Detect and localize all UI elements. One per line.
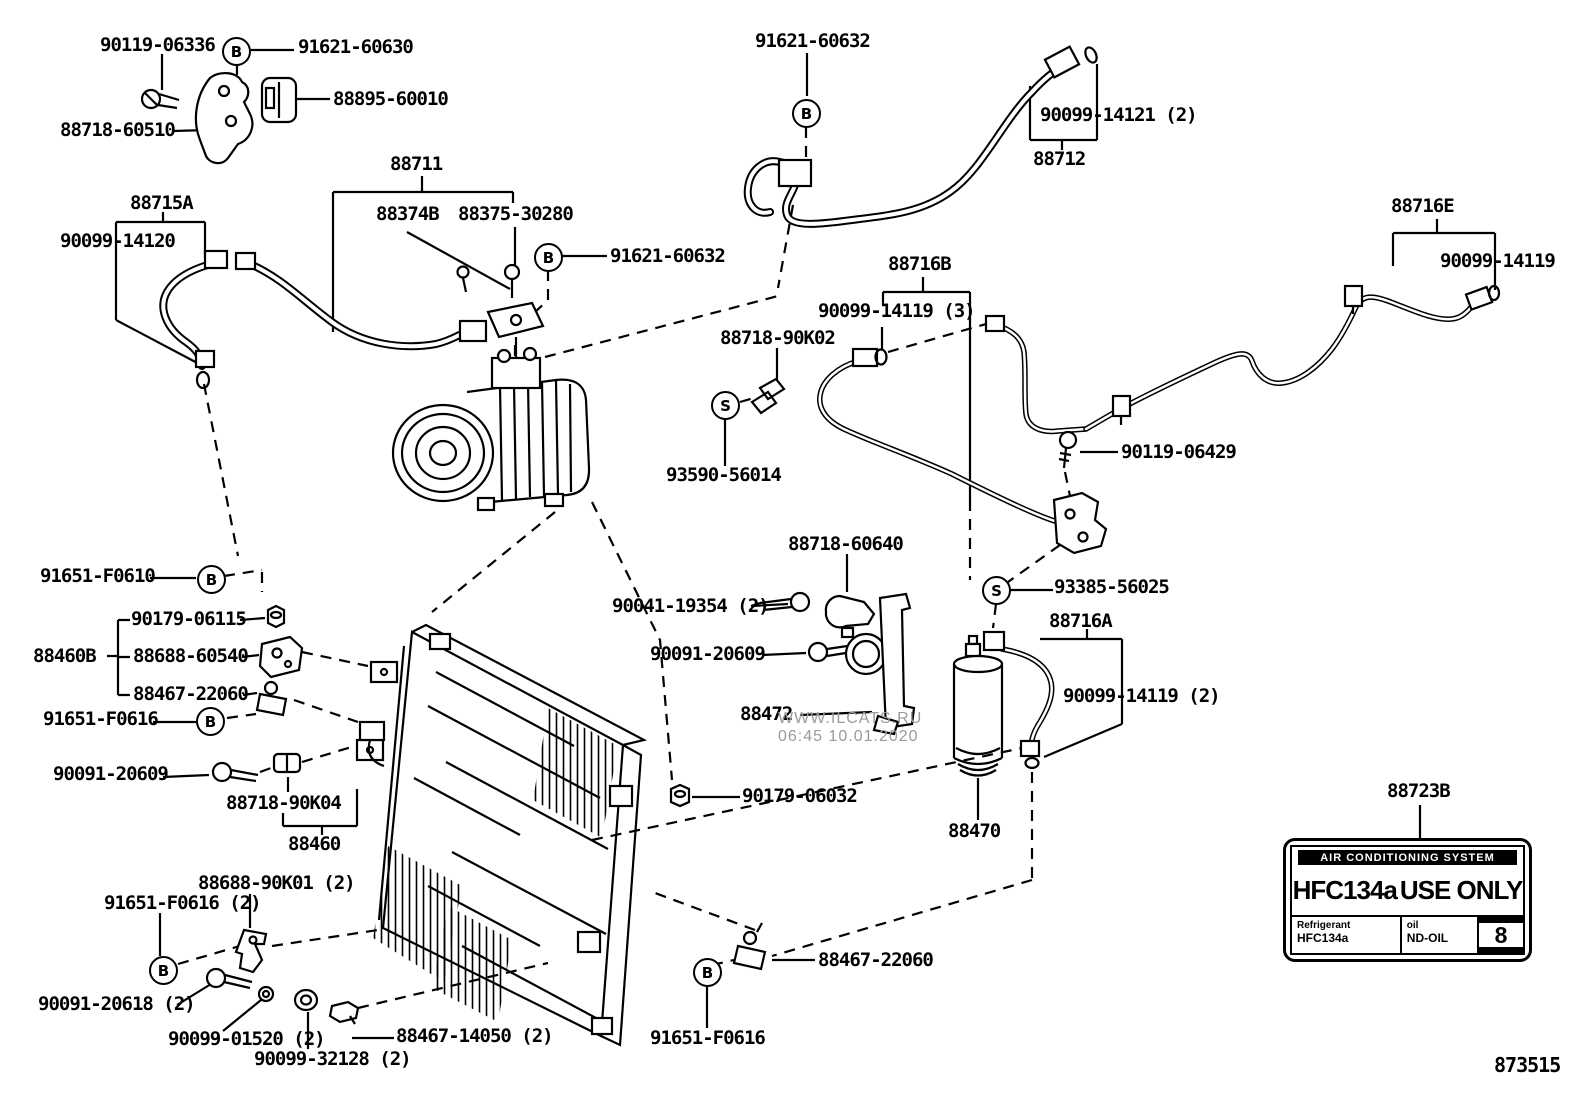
part-number-label: 88374B [376, 203, 440, 225]
part-number-label: 88711 [390, 153, 443, 175]
part-number-label: 91621-60632 [610, 245, 726, 267]
sticker-oil-cell: oil ND-OIL [1402, 917, 1479, 953]
watermark: WWW.ILCATS.RU 06:45 10.01.2020 [778, 710, 922, 746]
part-number-label: 90091-20609 [53, 763, 169, 785]
sticker-inner-frame: AIR CONDITIONING SYSTEM HFC134a USE ONLY… [1290, 845, 1525, 955]
condenser-drawing [355, 623, 648, 1047]
part-number-label: 88718-60510 [60, 119, 176, 141]
part-number-label: 88460 [288, 833, 341, 855]
part-number-label: 90099-14119 [1440, 250, 1556, 272]
refrigerant-spec-sticker: AIR CONDITIONING SYSTEM HFC134a USE ONLY… [1283, 838, 1532, 962]
refrigerant-value: HFC134a [1297, 931, 1349, 945]
hardware-drawing [140, 88, 1078, 1025]
part-number-label: 88718-90K04 [226, 792, 342, 814]
watermark-line2: 06:45 10.01.2020 [778, 728, 919, 745]
part-number-label: 88716B [888, 253, 952, 275]
liquid-pipe-drawing [817, 294, 1479, 751]
part-number-label: 88723B [1387, 780, 1451, 802]
part-number-label: 90119-06336 [100, 34, 216, 56]
part-number-label: 90099-32128 (2) [254, 1048, 412, 1070]
part-number-label: 88718-90K02 [720, 327, 836, 349]
part-number-label: 90099-14119 (2) [1063, 685, 1221, 707]
part-number-label: 91651-F0616 [43, 708, 159, 730]
part-number-label: 88716E [1391, 195, 1455, 217]
part-number-label: 88472 [740, 703, 793, 725]
part-number-label: 90091-20618 (2) [38, 993, 196, 1015]
discharge-hose-drawing [743, 63, 1066, 228]
part-number-label: 90091-20609 [650, 643, 766, 665]
part-number-label: 90099-14119 (3) [818, 300, 976, 322]
callout-b-icon: B [792, 99, 821, 128]
part-number-label: 91651-F0616 (2) [104, 892, 262, 914]
part-number-label: 91621-60630 [298, 36, 414, 58]
sticker-refrigerant-type: HFC134a [1292, 874, 1398, 905]
bracket-parts-drawing [194, 72, 1108, 974]
part-number-label: 91651-F0616 [650, 1027, 766, 1049]
part-number-label: 90099-14121 (2) [1040, 104, 1198, 126]
callout-b-icon: B [534, 243, 563, 272]
part-number-label: 93590-56014 [666, 464, 782, 486]
leader-lines [107, 48, 1497, 1049]
dashed-assembly-lines [177, 64, 1072, 1010]
part-number-label: 88375-30280 [458, 203, 574, 225]
part-number-label: 88716A [1049, 610, 1113, 632]
callout-s-icon: S [982, 576, 1011, 605]
sticker-header: AIR CONDITIONING SYSTEM [1298, 850, 1517, 865]
part-number-label: 90099-14120 [60, 230, 176, 252]
compressor-drawing [391, 346, 591, 512]
part-number-label: 90099-01520 (2) [168, 1028, 326, 1050]
part-number-label: 88895-60010 [333, 88, 449, 110]
part-number-label: 91651-F0610 [40, 565, 156, 587]
refrigerant-label: Refrigerant [1297, 920, 1351, 931]
figure-number: 873515 [1494, 1053, 1561, 1077]
part-number-label: 88718-60640 [788, 533, 904, 555]
oil-label: oil [1406, 920, 1419, 931]
part-number-label: 93385-56025 [1054, 576, 1170, 598]
oil-value: ND-OIL [1406, 931, 1449, 945]
part-number-label: 88470 [948, 820, 1001, 842]
part-number-label: 90041-19354 (2) [612, 595, 770, 617]
part-number-label: 90119-06429 [1121, 441, 1237, 463]
part-number-label: 88712 [1033, 148, 1086, 170]
part-number-label: 90179-06032 [742, 785, 858, 807]
callout-s-icon: S [711, 391, 740, 420]
sticker-number-cell: 8 [1479, 917, 1523, 953]
callout-b-icon: B [149, 956, 178, 985]
receiver-drier-drawing [952, 634, 1004, 777]
callout-b-icon: B [197, 565, 226, 594]
sticker-bottom-row: Refrigerant HFC134a oil ND-OIL 8 [1292, 917, 1523, 953]
sticker-refrigerant-cell: Refrigerant HFC134a [1292, 917, 1402, 953]
part-number-label: 88715A [130, 192, 194, 214]
callout-b-icon: B [196, 707, 225, 736]
fittings-and-clamps [194, 45, 1501, 770]
part-number-label: 88467-22060 [133, 683, 249, 705]
sticker-main-text: HFC134a USE ONLY [1292, 865, 1523, 917]
part-number-label: 88460B [33, 645, 97, 667]
part-number-label: 90179-06115 [131, 608, 247, 630]
part-number-label: 88467-14050 (2) [396, 1025, 554, 1047]
part-number-label: 91621-60632 [755, 30, 871, 52]
part-number-label: 88688-90K01 (2) [198, 872, 356, 894]
watermark-line1: WWW.ILCATS.RU [778, 710, 923, 727]
callout-b-icon: B [222, 37, 251, 66]
sticker-use-only: USE ONLY [1399, 874, 1524, 905]
part-number-label: 88467-22060 [818, 949, 934, 971]
callout-b-icon: B [693, 958, 722, 987]
part-number-label: 88688-60540 [133, 645, 249, 667]
